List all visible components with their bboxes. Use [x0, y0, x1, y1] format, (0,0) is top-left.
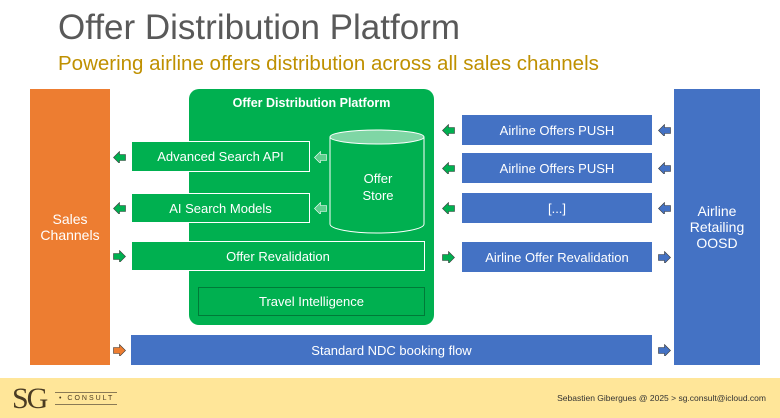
- footer-credit: Sebastien Gibergues @ 2025 > sg.consult@…: [557, 393, 766, 403]
- arrow-right-icon: [113, 250, 126, 262]
- arrow-left-icon: [658, 162, 671, 174]
- arrow-right-icon: [113, 344, 126, 356]
- arrow-left-icon: [113, 151, 126, 163]
- platform-title: Offer Distribution Platform: [232, 96, 391, 110]
- logo: SG: [12, 382, 48, 415]
- logo-sub: • CONSULT: [55, 392, 117, 405]
- arrow-left-icon: [442, 202, 455, 214]
- ai-search-models-box: AI Search Models: [131, 193, 310, 223]
- airline-offers-push-box: Airline Offers PUSH: [462, 115, 652, 145]
- advanced-search-api-box: Advanced Search API: [131, 141, 310, 172]
- arrow-right-icon: [658, 344, 671, 356]
- airline-offers-push-box: Airline Offers PUSH: [462, 153, 652, 183]
- arrow-left-icon: [314, 151, 327, 163]
- arrow-right-icon: [658, 251, 671, 263]
- arrow-left-icon: [113, 202, 126, 214]
- arrow-right-icon: [442, 251, 455, 263]
- page-subtitle: Powering airline offers distribution acr…: [58, 52, 599, 75]
- travel-intelligence-box: Travel Intelligence: [198, 287, 425, 316]
- airline-retailing-box: Airline Retailing OOSD: [674, 89, 760, 365]
- sales-channels-box: Sales Channels: [30, 89, 110, 365]
- footer: [0, 378, 780, 418]
- arrow-left-icon: [442, 124, 455, 136]
- offer-store-label: Offer Store: [362, 171, 394, 203]
- airline-offer-revalidation-box: Airline Offer Revalidation: [462, 242, 652, 272]
- arrow-left-icon: [658, 202, 671, 214]
- airline-retailing-label: Airline Retailing OOSD: [689, 203, 745, 251]
- arrow-left-icon: [314, 202, 327, 214]
- offer-revalidation-box: Offer Revalidation: [131, 241, 425, 271]
- sales-channels-label: Sales Channels: [40, 211, 100, 243]
- page-title: Offer Distribution Platform: [58, 8, 460, 47]
- offer-store-cylinder-icon: [329, 129, 425, 234]
- arrow-left-icon: [658, 124, 671, 136]
- other-airline-box: [...]: [462, 193, 652, 223]
- ndc-booking-flow-box: Standard NDC booking flow: [131, 335, 652, 365]
- arrow-left-icon: [442, 162, 455, 174]
